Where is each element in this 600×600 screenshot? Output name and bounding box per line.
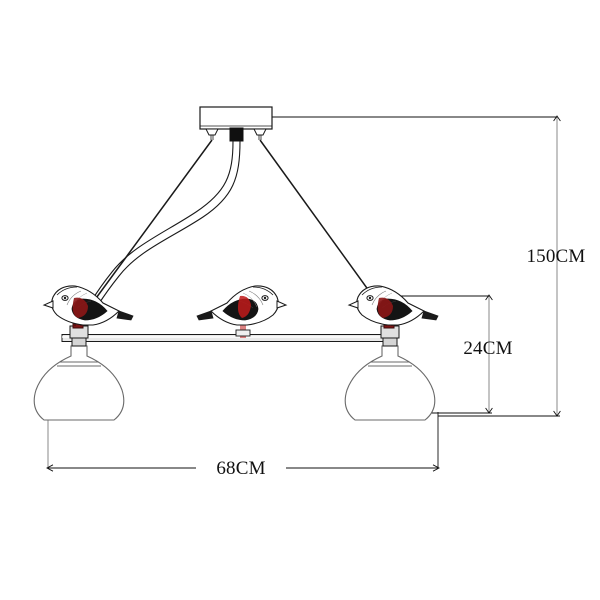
glass-shade-left <box>33 345 125 421</box>
cable-left <box>79 139 213 321</box>
center-perch-pin <box>235 318 251 338</box>
dimension-lines <box>46 115 561 472</box>
dimension-150cm <box>266 115 561 417</box>
dimension-label-24cm: 24CM <box>463 338 512 359</box>
suspension-cables <box>79 139 391 321</box>
bird-left <box>43 285 134 326</box>
dimension-label-68cm: 68CM <box>216 458 265 479</box>
bird-left-accent <box>72 297 88 318</box>
bird-right <box>348 285 439 326</box>
bird-right-accent <box>377 297 393 318</box>
dimension-label-150cm: 150CM <box>526 246 585 267</box>
dimension-24cm <box>395 294 493 414</box>
horizontal-support-bar <box>61 334 397 342</box>
ceiling-canopy <box>199 106 273 142</box>
glass-shade-right <box>344 345 436 421</box>
dimension-68cm <box>46 412 440 472</box>
bird-center-accent <box>237 295 251 318</box>
